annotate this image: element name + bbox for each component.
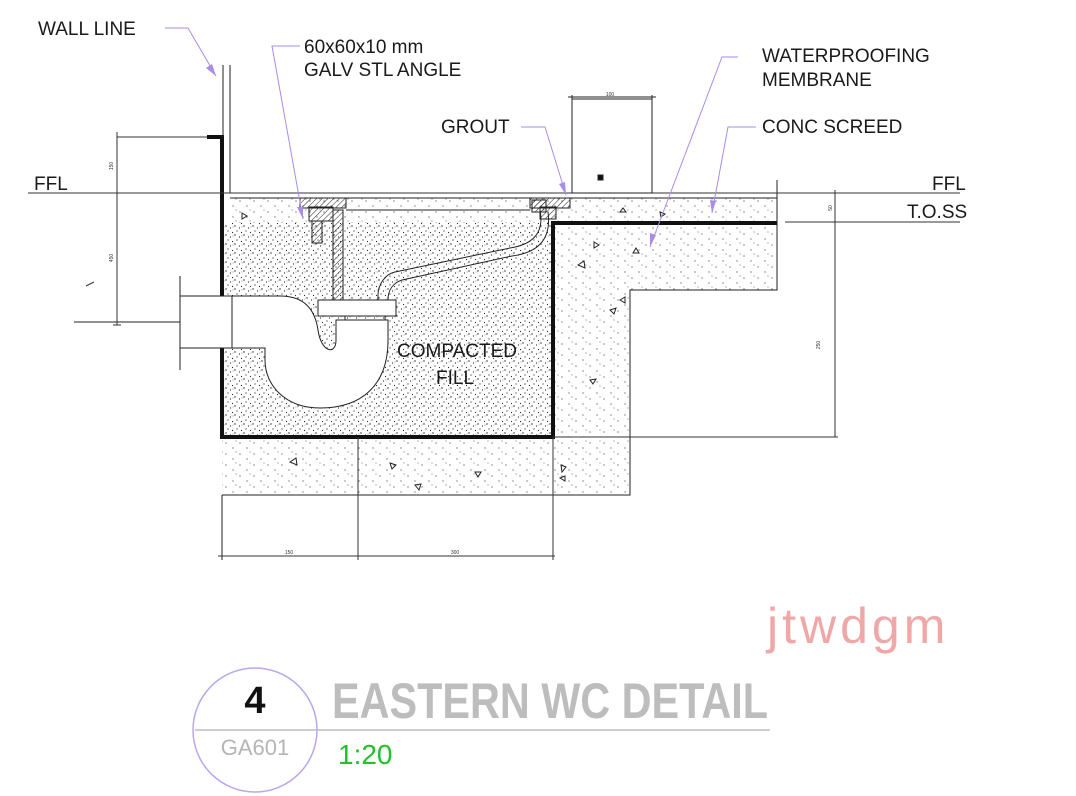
pan-block xyxy=(568,95,656,194)
label-grout: GROUT xyxy=(441,117,510,138)
label-angle-line2: GALV STL ANGLE xyxy=(304,60,461,81)
outlet-riser xyxy=(317,209,397,320)
dim-screed: 50 xyxy=(828,205,834,211)
label-ffl-right: FFL xyxy=(932,174,966,195)
dimension-texts: 100 150 450 50 250 150 300 xyxy=(109,92,834,556)
drawing-scale: 1:20 xyxy=(338,739,393,770)
dim-wall-upper: 150 xyxy=(109,162,115,171)
p-trap xyxy=(74,276,389,409)
label-toss: T.O.SS xyxy=(907,202,967,223)
concrete-slab-bottom xyxy=(221,437,630,560)
dim-top-plate: 100 xyxy=(606,92,615,98)
aggregate-triangles xyxy=(241,207,667,492)
dimension-lines xyxy=(85,132,838,560)
dim-slab-depth: 250 xyxy=(816,341,822,350)
label-fill-line1: COMPACTED xyxy=(397,341,517,362)
label-angle-line1: 60x60x10 mm xyxy=(304,37,423,58)
label-wall-line: WALL LINE xyxy=(38,19,136,40)
waterproofing-membrane-outline xyxy=(207,135,777,439)
label-ffl-left: FFL xyxy=(34,174,68,195)
label-waterproofing-line2: MEMBRANE xyxy=(762,70,872,91)
title-block: 4 GA601 EASTERN WC DETAIL 1:20 xyxy=(192,667,770,793)
dim-bottom-right: 300 xyxy=(451,550,460,556)
label-fill-line2: FILL xyxy=(436,368,474,389)
galv-steel-angles xyxy=(299,197,571,244)
sheet-reference: GA601 xyxy=(221,735,290,760)
watermark: jtwdgm xyxy=(765,598,949,654)
drawing-title: EASTERN WC DETAIL xyxy=(332,673,768,729)
dim-wall-lower: 450 xyxy=(109,254,115,263)
label-waterproofing-line1: WATERPROOFING xyxy=(762,46,930,67)
concrete-slab-right xyxy=(552,222,778,496)
dim-bottom-left: 150 xyxy=(285,550,294,556)
leader-lines xyxy=(165,27,756,248)
label-conc-screed: CONC SCREED xyxy=(762,117,902,138)
detail-number: 4 xyxy=(244,680,265,722)
leader-arrowheads xyxy=(206,64,716,247)
